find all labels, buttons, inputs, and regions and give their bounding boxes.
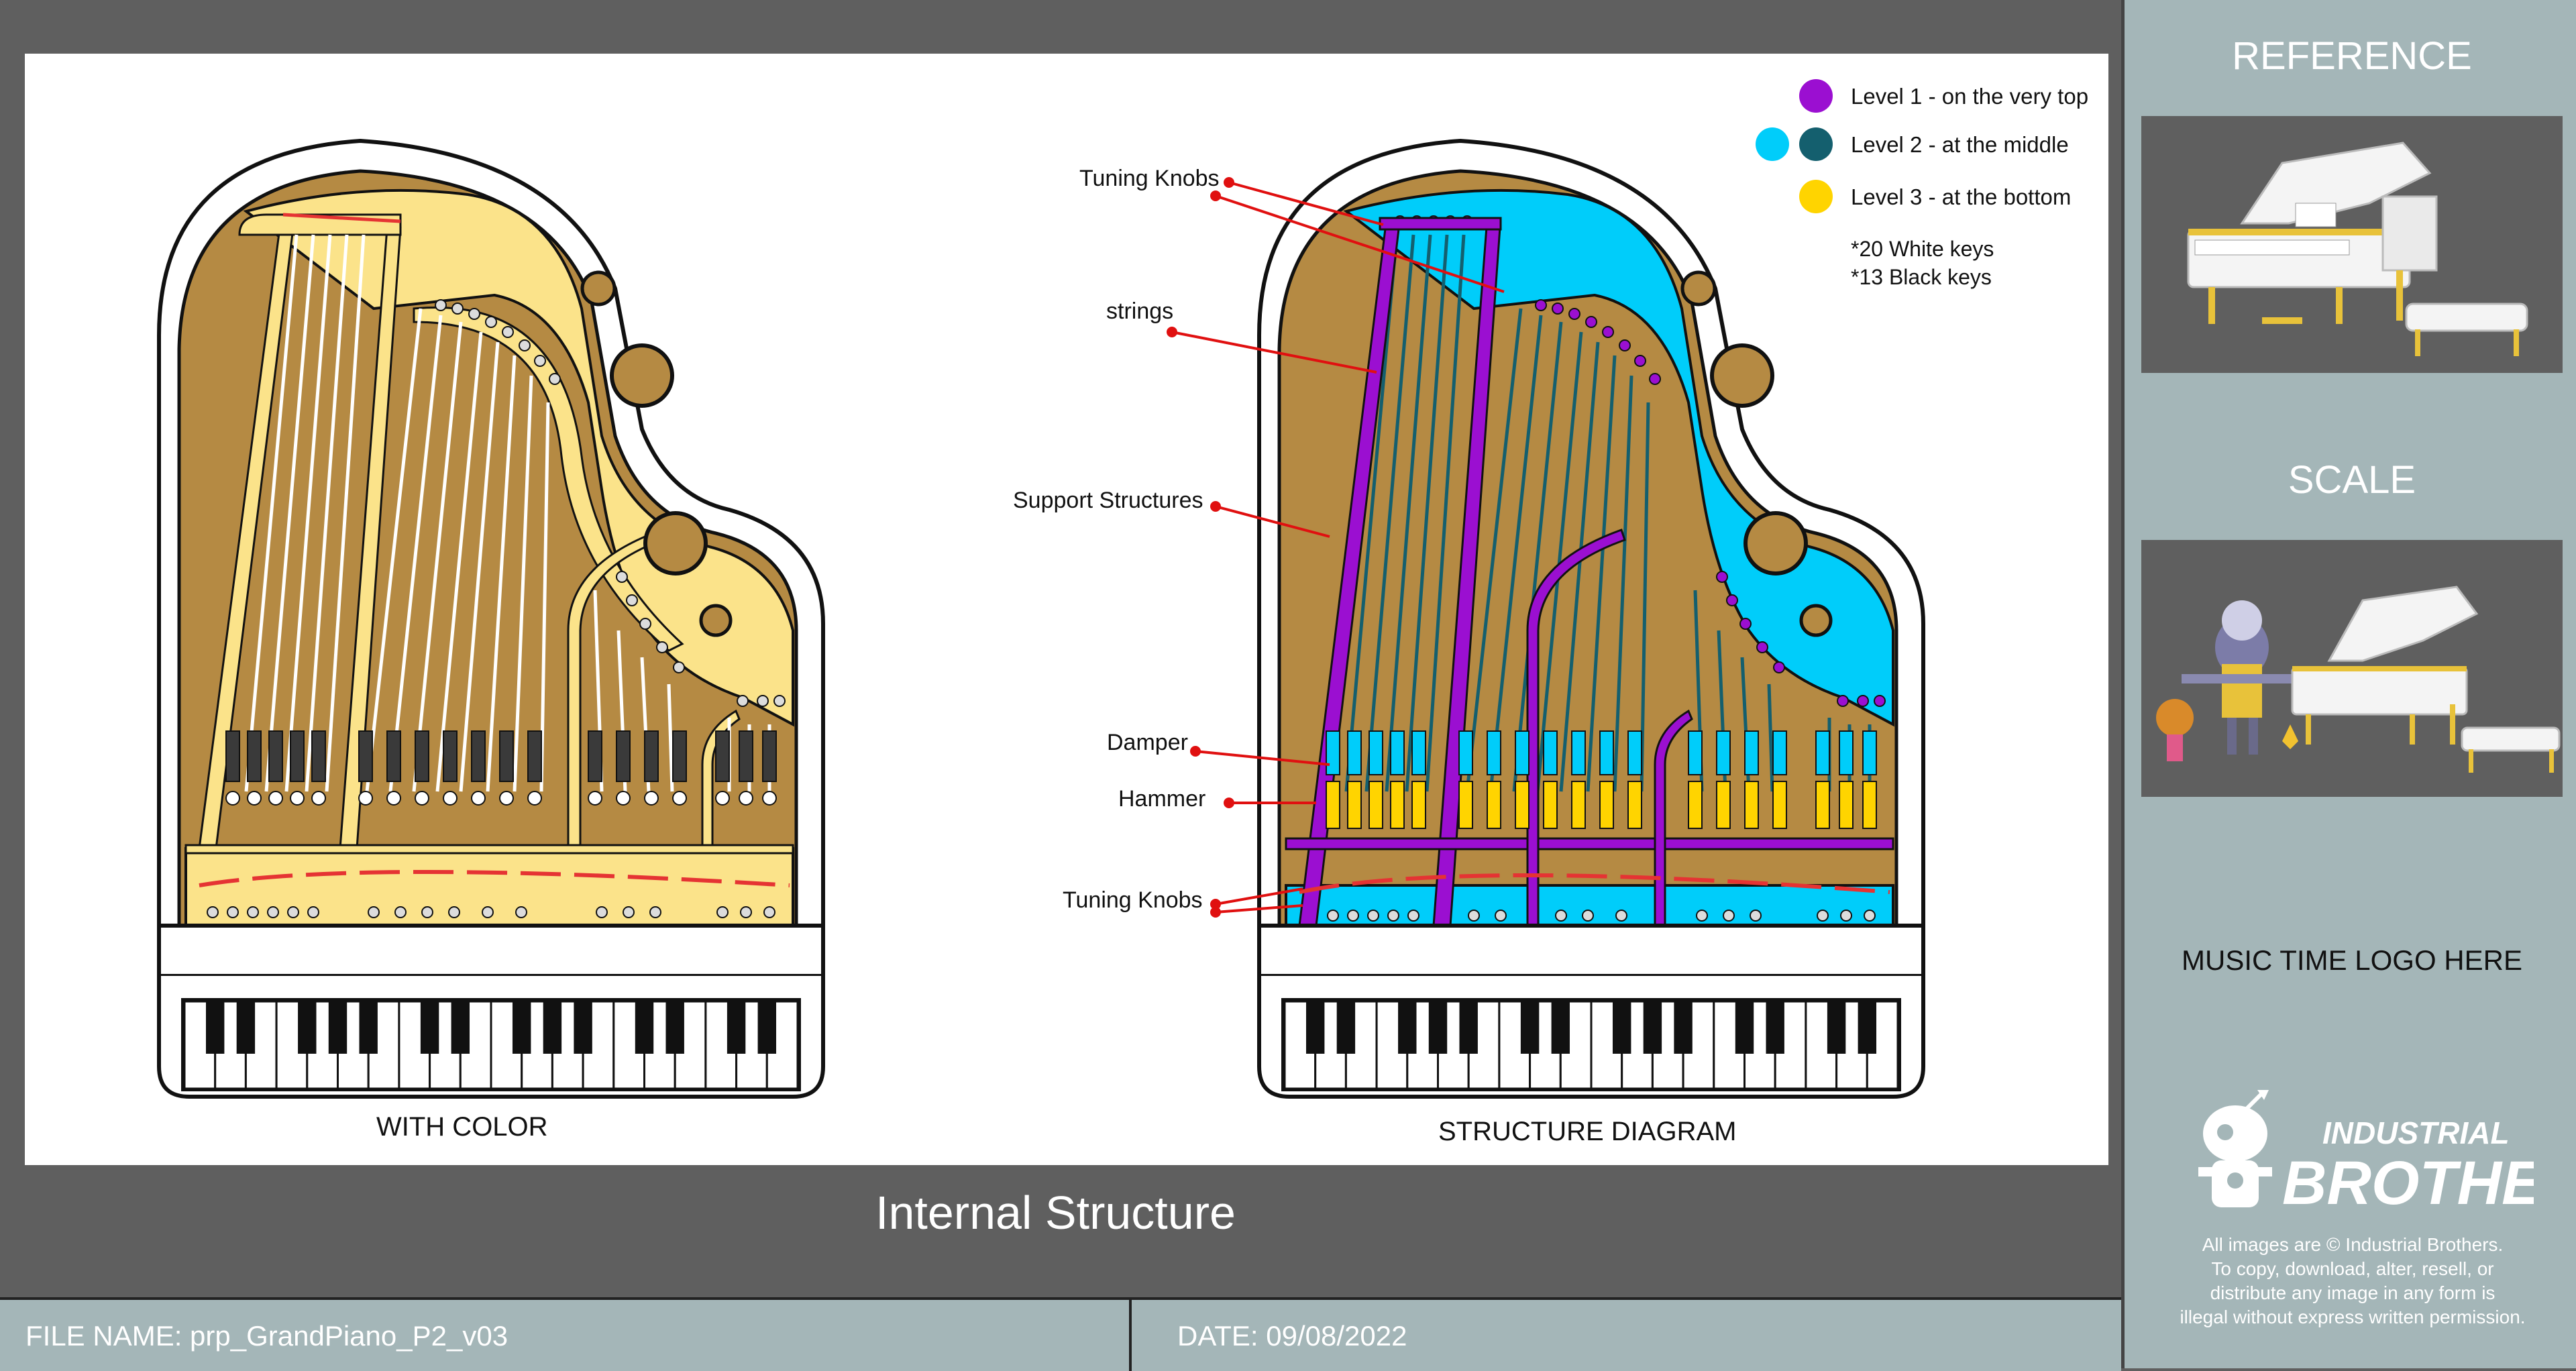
file-name: FILE NAME: prp_GrandPiano_P2_v03 (25, 1320, 508, 1352)
black-key (1336, 1001, 1356, 1054)
reference-title: REFERENCE (2232, 34, 2472, 78)
black-key (1643, 1001, 1662, 1054)
callout-lines (1167, 177, 1505, 918)
copyright-line: All images are © Industrial Brothers. (2202, 1234, 2504, 1255)
copyright-line: distribute any image in any form is (2210, 1282, 2496, 1303)
copyright-line: To copy, download, alter, resell, or (2211, 1258, 2494, 1279)
scale-comparison-image (2156, 586, 2561, 773)
legend-note-white-keys: *20 White keys (1851, 237, 1994, 261)
legend-dot-level1 (1799, 79, 1833, 113)
brand-line1: INDUSTRIAL (2322, 1115, 2510, 1150)
black-key (1735, 1001, 1754, 1054)
copyright-line: illegal without express written permissi… (2180, 1307, 2526, 1327)
right-keyboard (1283, 1000, 1899, 1090)
label-tuning-knobs-bottom: Tuning Knobs (1063, 887, 1203, 913)
black-key (1674, 1001, 1693, 1054)
caption-structure-diagram: STRUCTURE DIAGRAM (1438, 1117, 1737, 1146)
footer-bar: FILE NAME: prp_GrandPiano_P2_v03 DATE: 0… (0, 1297, 2121, 1371)
label-damper: Damper (1107, 730, 1188, 755)
black-key (1520, 1001, 1540, 1054)
piano-structure-diagram (1259, 141, 1923, 1097)
black-key (543, 1001, 562, 1054)
black-key (1459, 1001, 1478, 1054)
legend-dot-level3 (1799, 180, 1833, 213)
robot-mascot-icon: INDUSTRIAL BROTHERS (2198, 1090, 2576, 1217)
legend-dot-level2-dark (1799, 127, 1833, 161)
black-key (1398, 1001, 1417, 1054)
piano-with-color (159, 141, 823, 1097)
legend-note-black-keys: *13 Black keys (1851, 265, 1992, 289)
caption-with-color: WITH COLOR (376, 1112, 548, 1142)
black-key (727, 1001, 746, 1054)
brand-line2: BROTHERS (2282, 1149, 2534, 1217)
black-key (328, 1001, 347, 1054)
label-tuning-knobs-top: Tuning Knobs (1079, 166, 1220, 191)
music-time-logo-placeholder: MUSIC TIME LOGO HERE (2182, 944, 2522, 976)
black-key (236, 1001, 256, 1054)
label-strings: strings (1106, 298, 1174, 324)
reference-thumbnail (2141, 116, 2563, 373)
footer-divider (1129, 1300, 1132, 1371)
left-keyboard (183, 1000, 799, 1090)
character-figures (2156, 600, 2302, 761)
label-hammer: Hammer (1118, 786, 1206, 812)
black-key (420, 1001, 439, 1054)
black-key (205, 1001, 225, 1054)
black-key (1612, 1001, 1631, 1054)
page-title: Internal Structure (875, 1187, 1236, 1239)
piano-illustrations (25, 54, 2108, 1165)
black-key (1428, 1001, 1448, 1054)
scale-thumbnail (2141, 540, 2563, 797)
black-key (298, 1001, 317, 1054)
grand-piano-reference-image (2187, 142, 2528, 356)
black-key (1766, 1001, 1784, 1054)
legend-dot-level2-light (1756, 127, 1789, 161)
copyright-notice: All images are © Industrial Brothers. To… (2138, 1233, 2567, 1329)
date: DATE: 09/08/2022 (1177, 1320, 1407, 1352)
black-key (757, 1001, 777, 1054)
black-key (635, 1001, 654, 1054)
black-key (665, 1001, 684, 1054)
black-key (512, 1001, 531, 1054)
black-key (451, 1001, 470, 1054)
main-canvas: WITH COLOR STRUCTURE DIAGRAM Tuning Knob… (25, 54, 2108, 1165)
black-key (574, 1001, 592, 1054)
black-key (1305, 1001, 1325, 1054)
black-key (1827, 1001, 1846, 1054)
legend-level3: Level 3 - at the bottom (1851, 184, 2072, 209)
side-panel: REFERENCE SCALE (2121, 0, 2576, 1368)
legend-level1: Level 1 - on the very top (1851, 84, 2089, 109)
industrial-brothers-logo: INDUSTRIAL BROTHERS (2185, 1087, 2576, 1224)
legend-level2: Level 2 - at the middle (1851, 132, 2069, 157)
label-support-structures: Support Structures (1013, 488, 1203, 513)
black-key (359, 1001, 378, 1054)
black-key (1858, 1001, 1877, 1054)
scale-title: SCALE (2288, 458, 2416, 502)
black-key (1551, 1001, 1570, 1054)
